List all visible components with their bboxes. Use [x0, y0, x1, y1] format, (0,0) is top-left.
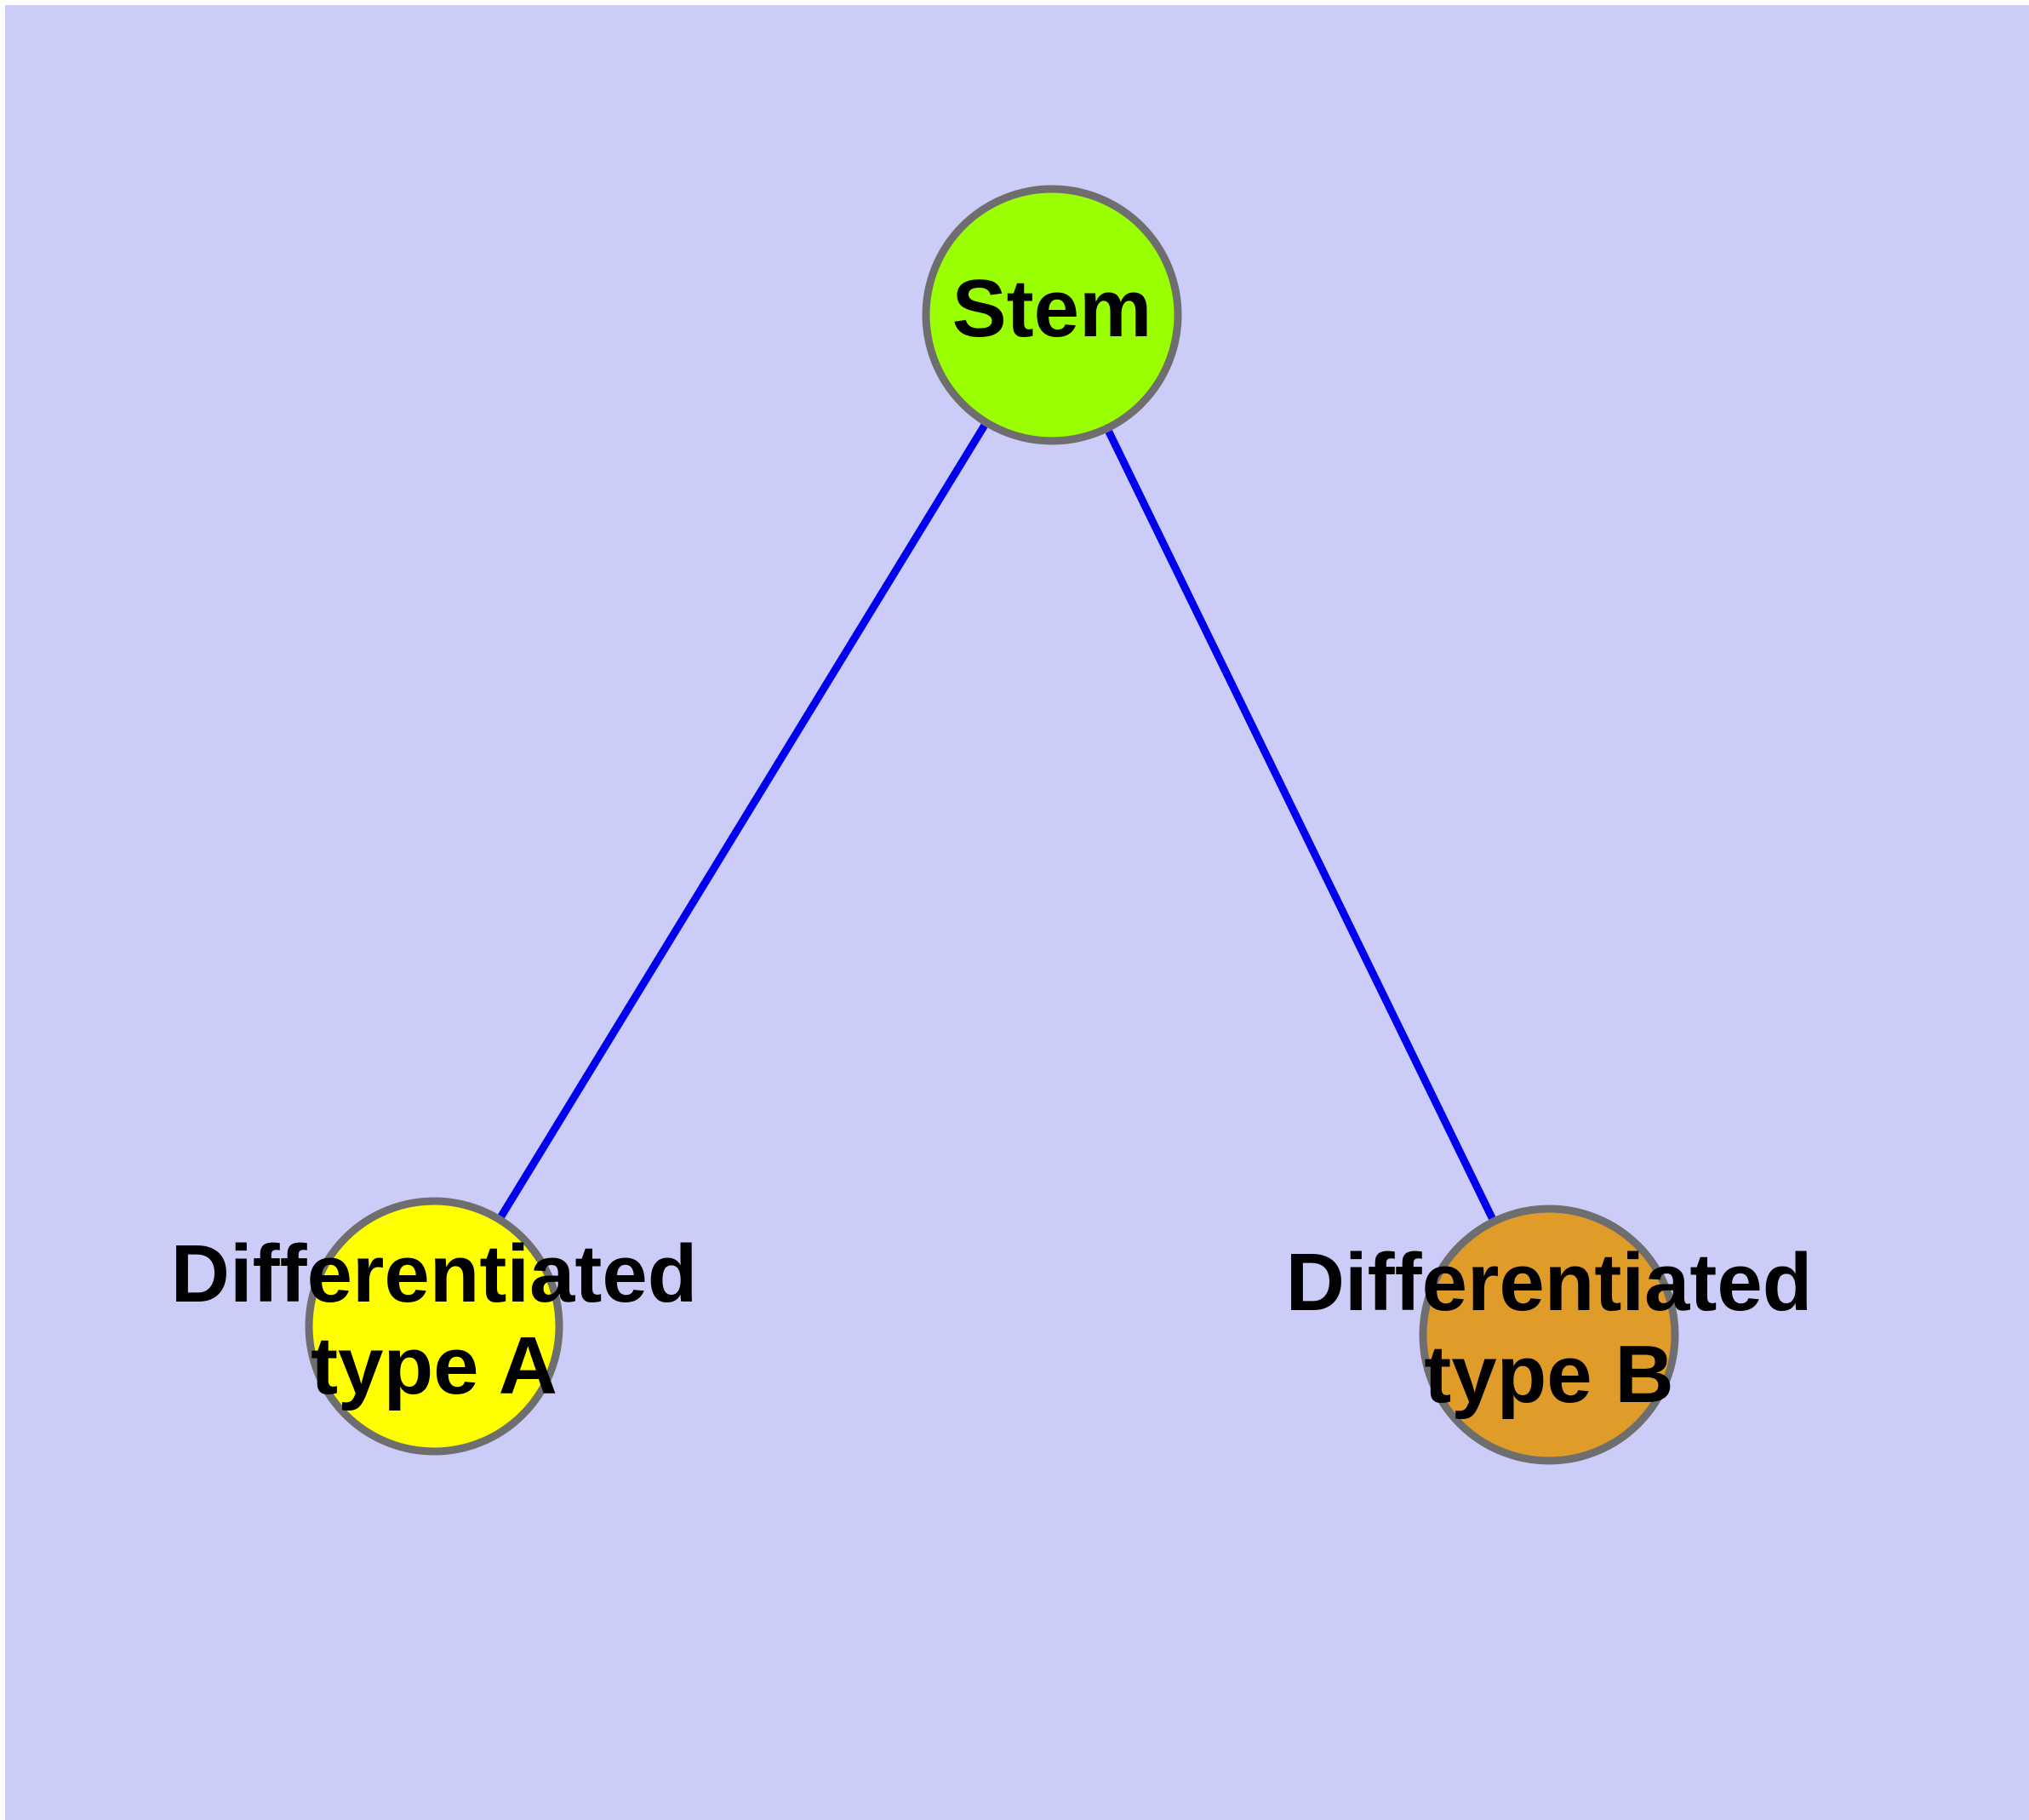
- node-label-stem: Stem: [952, 263, 1152, 354]
- node-diff_b[interactable]: [1419, 1205, 1679, 1465]
- node-stem[interactable]: [922, 185, 1182, 445]
- nodes-layer: [305, 185, 1679, 1465]
- edge-stem-diff-b[interactable]: [1105, 430, 1496, 1220]
- node-label-line: Differentiated: [171, 1229, 698, 1320]
- node-label-line: Differentiated: [1286, 1238, 1813, 1329]
- node-label-line: Stem: [952, 263, 1152, 354]
- node-label-line: type A: [311, 1320, 557, 1411]
- edge-stem-diff-a[interactable]: [498, 423, 988, 1219]
- node-diff_a[interactable]: [305, 1197, 563, 1456]
- edges-layer: [498, 423, 1496, 1220]
- node-label-line: type B: [1424, 1329, 1673, 1420]
